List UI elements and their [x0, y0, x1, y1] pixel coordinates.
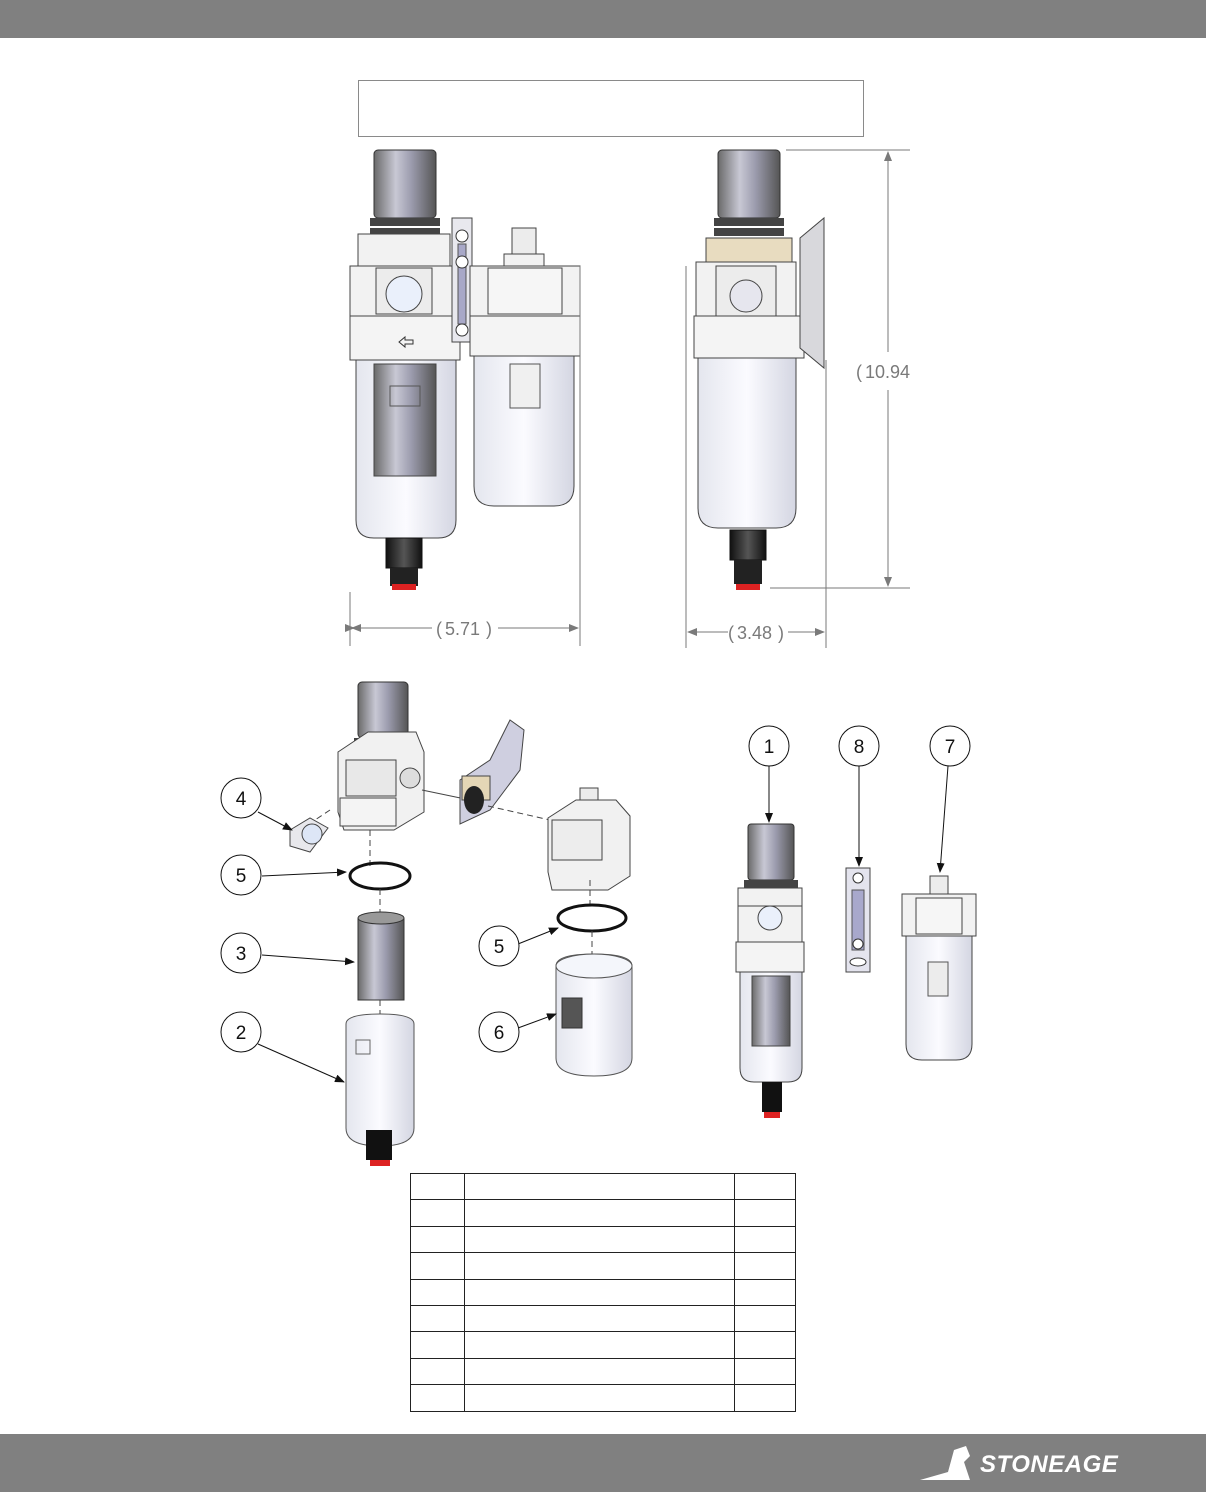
svg-text:(: ( [856, 362, 862, 382]
balloon-callouts: 4 5 3 2 5 6 1 [220, 725, 971, 1083]
table-cell [464, 1331, 735, 1359]
table-row [410, 1252, 796, 1280]
table-cell [410, 1225, 465, 1254]
table-cell [464, 1278, 735, 1306]
table-cell [464, 1357, 735, 1386]
title-box [358, 80, 864, 137]
table-cell [734, 1225, 796, 1254]
table-cell [734, 1252, 796, 1280]
svg-text:6: 6 [494, 1023, 505, 1044]
table-row [410, 1304, 796, 1333]
table-cell [734, 1331, 796, 1359]
table-cell [464, 1225, 735, 1254]
table-row [410, 1357, 796, 1386]
parts-list-table [410, 1172, 796, 1412]
balloon-7: 6 [478, 1011, 557, 1053]
svg-text:5: 5 [236, 866, 247, 887]
svg-text:(: ( [436, 619, 442, 639]
dim-height: 10.94 [865, 362, 910, 382]
table-cell [410, 1252, 465, 1280]
balloon-5-left: 5 [220, 854, 347, 896]
table-row [410, 1225, 796, 1254]
svg-text:(: ( [728, 623, 734, 643]
table-row [410, 1384, 796, 1412]
table-cell [410, 1384, 465, 1412]
svg-text:7: 7 [945, 737, 956, 758]
exploded-view [289, 681, 633, 1166]
table-cell [734, 1357, 796, 1386]
table-cell [734, 1199, 796, 1227]
svg-text:8: 8 [854, 737, 865, 758]
table-cell [734, 1172, 796, 1201]
table-cell [410, 1199, 465, 1227]
side-view: ( 3.48 ) ( 10.94 [685, 149, 910, 648]
brand-wordmark: STONEAGE [980, 1451, 1119, 1478]
top-bar [0, 0, 1206, 38]
table-cell [410, 1331, 465, 1359]
table-cell [410, 1172, 465, 1201]
svg-text:3: 3 [236, 944, 247, 965]
table-cell [464, 1384, 735, 1412]
table-cell [410, 1278, 465, 1306]
table-cell [464, 1304, 735, 1333]
svg-text:5: 5 [494, 937, 505, 958]
table-row [410, 1331, 796, 1359]
table-cell [464, 1252, 735, 1280]
table-cell [734, 1384, 796, 1412]
balloon-4: 4 [220, 777, 293, 831]
table-cell [464, 1199, 735, 1227]
balloon-6: 7 [929, 725, 971, 873]
table-cell [410, 1304, 465, 1333]
balloon-1: 1 [748, 725, 790, 823]
table-cell [464, 1172, 735, 1201]
balloon-3: 3 [220, 932, 355, 974]
table-cell [410, 1357, 465, 1386]
logo-mark-icon [920, 1446, 970, 1480]
bottom-bar [0, 1434, 1206, 1492]
table-row [410, 1278, 796, 1306]
subassemblies [735, 823, 977, 1118]
svg-text:1: 1 [764, 737, 775, 758]
balloon-5-right: 5 [478, 925, 559, 967]
assembly-drawing: ( 5.71 ) ( 3.48 ) ( 10.94 [220, 149, 977, 1166]
svg-text:): ) [486, 619, 492, 639]
table-row [410, 1172, 796, 1201]
svg-text:4: 4 [236, 789, 247, 810]
table-cell [734, 1304, 796, 1333]
front-view: ( 5.71 ) [345, 149, 581, 646]
dim-width-front: 5.71 [445, 619, 480, 639]
balloon-2: 2 [220, 1011, 345, 1083]
stoneage-logo [920, 1446, 970, 1480]
dim-width-side: 3.48 [737, 623, 772, 643]
svg-text:): ) [778, 623, 784, 643]
svg-text:2: 2 [236, 1023, 247, 1044]
table-row [410, 1199, 796, 1227]
balloon-8: 8 [838, 725, 880, 867]
table-cell [734, 1278, 796, 1306]
